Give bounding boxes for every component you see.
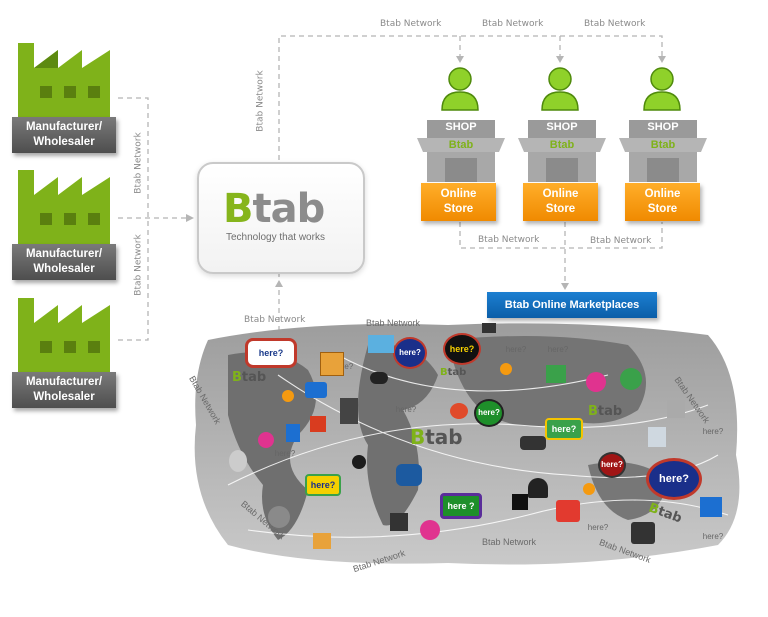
btab-map-logo: Btab <box>232 370 267 385</box>
marketplaces-banner: Btab Online Marketplaces <box>487 292 657 318</box>
network-label: Btab Network <box>482 537 537 547</box>
network-label: Btab Network <box>255 70 266 132</box>
person-icon <box>620 368 642 390</box>
cutlery-icon <box>286 424 300 442</box>
factory-label: Manufacturer/Wholesaler <box>12 372 116 408</box>
btab-logo: Btab <box>223 186 325 232</box>
orange-dot-icon <box>282 390 294 402</box>
here-bubble: here? <box>702 532 724 541</box>
network-label: Btab Network <box>244 315 306 325</box>
factory-icon <box>18 298 110 373</box>
network-label: Btab Network <box>380 19 442 29</box>
factory-label: Manufacturer/Wholesaler <box>12 117 116 153</box>
here-bubble: here? <box>395 405 417 414</box>
here-bubble: here? <box>305 474 341 496</box>
factory-label: Manufacturer/Wholesaler <box>12 244 116 280</box>
factory-icon <box>18 170 110 245</box>
person-icon <box>541 67 579 111</box>
here-bubble: here? <box>505 345 527 354</box>
here-bubble: here? <box>443 333 481 365</box>
here-bubble: here? <box>393 337 427 369</box>
heart-icon <box>450 403 468 419</box>
cart-icon <box>268 506 290 528</box>
soccer-ball-icon <box>352 455 366 469</box>
shop-sign: SHOP <box>647 121 679 133</box>
network-label: Btab Network <box>366 318 421 328</box>
here-bubble: here? <box>245 338 297 368</box>
shop-icon <box>417 120 505 182</box>
building-icon <box>340 398 358 424</box>
gift-box-icon <box>320 352 344 376</box>
book-icon <box>667 400 685 418</box>
here-bubble: here? <box>646 458 702 500</box>
binoculars-icon <box>370 372 388 384</box>
factory-icon <box>18 43 110 118</box>
network-label: Btab Network <box>584 19 646 29</box>
orange-dot-icon <box>583 483 595 495</box>
btab-map-logo: Btab <box>410 425 463 449</box>
gift-box-icon <box>313 533 331 549</box>
here-bubble: here ? <box>440 493 482 519</box>
shop-sign: SHOP <box>445 121 477 133</box>
btab-tagline: Technology that works <box>226 232 325 243</box>
network-label: Btab Network <box>478 235 540 245</box>
cart-icon <box>305 382 327 398</box>
shop-icon <box>619 120 707 182</box>
cart-icon <box>546 365 566 383</box>
pot-icon <box>396 464 422 486</box>
here-bubble: here? <box>702 427 724 436</box>
person-icon <box>586 372 606 392</box>
btab-map-logo: Btab <box>588 404 623 419</box>
network-label: Btab Network <box>590 236 652 246</box>
network-label: Btab Network <box>133 234 144 296</box>
furniture-icon <box>390 513 408 531</box>
btab-hub: Btab Technology that works <box>197 162 365 274</box>
shop-sign-brand: Btab <box>650 139 676 151</box>
shop-sign-brand: Btab <box>549 139 575 151</box>
umbrella-icon <box>528 478 548 498</box>
washing-machine-icon <box>648 427 666 447</box>
store-icon <box>310 416 326 432</box>
here-bubble: here? <box>474 399 504 427</box>
dress-icon <box>368 335 394 353</box>
shop-icon <box>518 120 606 182</box>
shop-sign: SHOP <box>546 121 578 133</box>
here-bubble: here? <box>587 523 609 532</box>
airplane-icon <box>482 323 496 333</box>
basket-icon <box>556 500 580 522</box>
basket-icon <box>631 522 655 544</box>
person-icon <box>229 450 247 472</box>
person-icon <box>258 432 274 448</box>
here-bubble: here? <box>547 345 569 354</box>
btab-map-logo: Btab <box>440 367 467 378</box>
game-controller-icon <box>520 436 546 450</box>
shirt-icon <box>512 494 528 510</box>
person-icon <box>420 520 440 540</box>
network-label: Btab Network <box>482 19 544 29</box>
here-bubble: here? <box>545 418 583 440</box>
here-bubble: here? <box>598 452 626 478</box>
gift-box-icon <box>700 497 722 517</box>
person-icon <box>441 67 479 111</box>
orange-dot-icon <box>500 363 512 375</box>
here-bubble: here? <box>274 449 296 458</box>
person-icon <box>643 67 681 111</box>
network-label: Btab Network <box>133 132 144 194</box>
shop-sign-brand: Btab <box>448 139 474 151</box>
